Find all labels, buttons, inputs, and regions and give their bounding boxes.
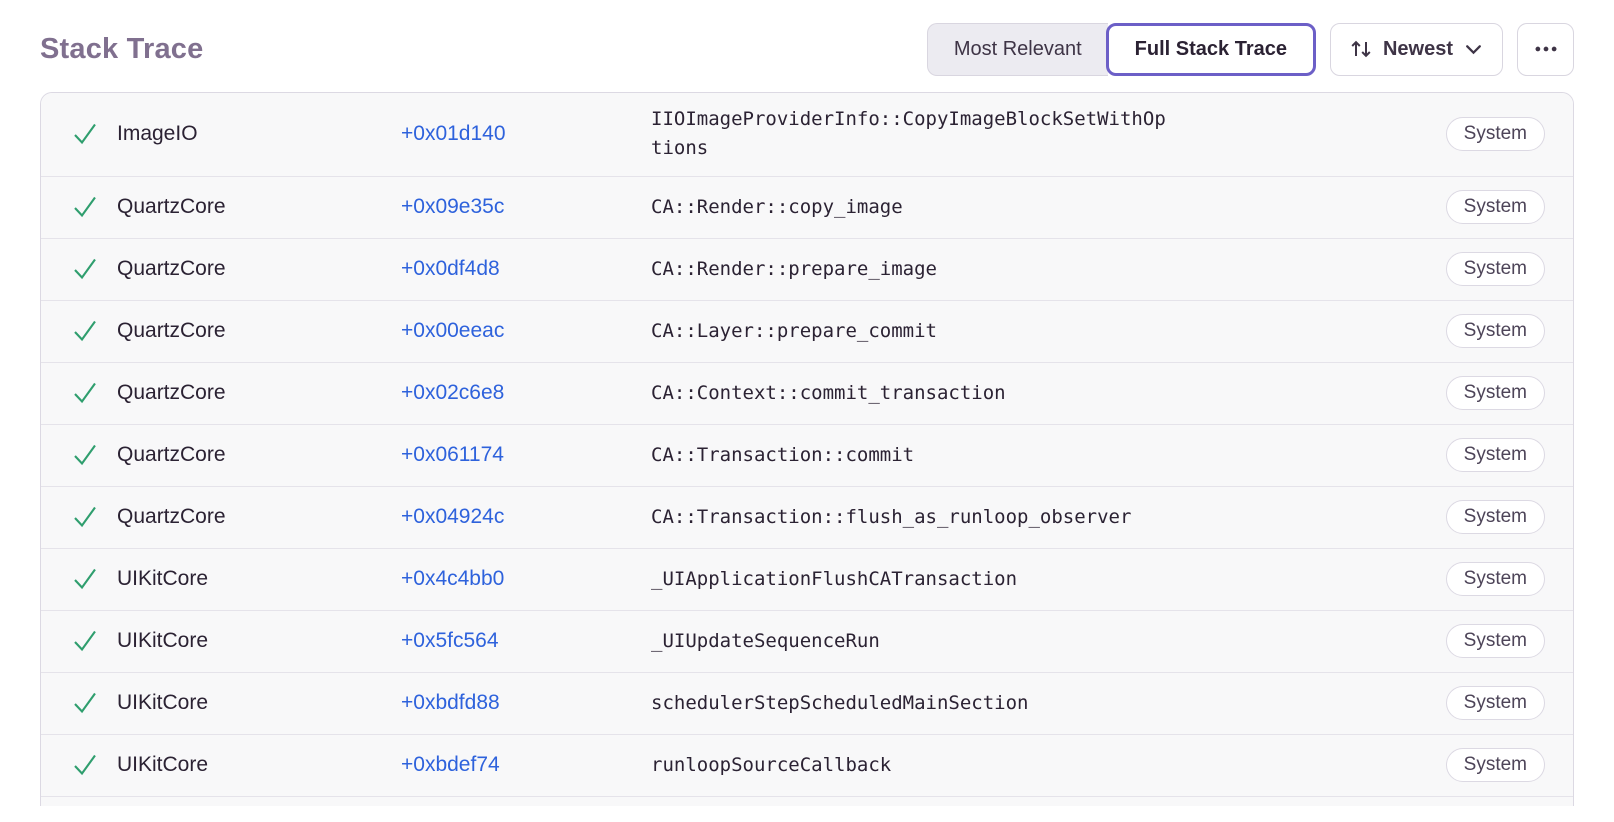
view-toggle: Most Relevant Full Stack Trace — [926, 22, 1316, 76]
table-row[interactable]: QuartzCore +0x04924c CA::Transaction::fl… — [41, 485, 1573, 548]
frame-address-link[interactable]: +0x5fc564 — [401, 629, 499, 653]
frame-address-link[interactable]: +0xbdef74 — [401, 753, 500, 777]
frame-module: QuartzCore — [117, 257, 226, 281]
stack-trace-header: Stack Trace Most Relevant Full Stack Tra… — [0, 0, 1614, 76]
frame-address-link[interactable]: +0x061174 — [401, 443, 504, 467]
frame-function: CA::Render::prepare_image — [651, 257, 937, 280]
system-badge: System — [1445, 438, 1545, 473]
frame-function: schedulerStepScheduledMainSection — [651, 691, 1029, 714]
frame-function: CA::Transaction::flush_as_runloop_observ… — [651, 505, 1132, 528]
frame-module: ImageIO — [117, 122, 198, 146]
system-badge: System — [1445, 190, 1545, 225]
table-row[interactable]: UIKitCore +0x4c4bb0 _UIApplicationFlushC… — [41, 547, 1573, 610]
system-badge: System — [1445, 624, 1545, 659]
frame-module: UIKitCore — [117, 691, 209, 715]
check-icon — [71, 441, 99, 469]
frame-address-link[interactable]: +0x00eeac — [401, 319, 505, 343]
frame-address-link[interactable]: +0x02c6e8 — [401, 381, 505, 405]
table-row[interactable]: QuartzCore +0x00eeac CA::Layer::prepare_… — [41, 299, 1573, 362]
more-options-button[interactable] — [1517, 22, 1574, 76]
system-badge: System — [1445, 314, 1545, 349]
frame-address-link[interactable]: +0x4c4bb0 — [401, 567, 505, 591]
frame-module: QuartzCore — [117, 443, 226, 467]
full-stack-trace-button[interactable]: Full Stack Trace — [1105, 22, 1316, 76]
check-icon — [71, 317, 99, 345]
check-icon — [71, 120, 99, 148]
frame-module: UIKitCore — [117, 753, 209, 777]
table-row[interactable]: UIKitCore +0xbdef74 runloopSourceCallbac… — [41, 733, 1573, 796]
table-row[interactable]: UIKitCore +0xbdfd88 schedulerStepSchedul… — [41, 671, 1573, 734]
page-title: Stack Trace — [40, 32, 204, 65]
table-row[interactable]: QuartzCore +0x0df4d8 CA::Render::prepare… — [41, 237, 1573, 300]
frame-function: IIOImageProviderInfo::CopyImageBlockSetW… — [651, 108, 1166, 160]
check-icon — [71, 255, 99, 283]
system-badge: System — [1445, 252, 1545, 287]
frame-function: CA::Context::commit_transaction — [651, 381, 1006, 404]
check-icon — [71, 565, 99, 593]
frame-address-link[interactable]: +0x01d140 — [401, 122, 506, 146]
frame-function: _UIApplicationFlushCATransaction — [651, 567, 1018, 590]
check-icon — [71, 379, 99, 407]
frame-module: QuartzCore — [117, 319, 226, 343]
system-badge: System — [1445, 686, 1545, 721]
frame-module: UIKitCore — [117, 567, 209, 591]
frame-function: CA::Layer::prepare_commit — [651, 319, 937, 342]
frame-function: _UIUpdateSequenceRun — [651, 629, 880, 652]
check-icon — [71, 193, 99, 221]
ellipsis-icon — [1533, 36, 1559, 62]
frame-address-link[interactable]: +0x09e35c — [401, 195, 505, 219]
sort-label: Newest — [1382, 37, 1453, 60]
chevron-down-icon — [1463, 39, 1484, 60]
frame-function: runloopSourceCallback — [651, 753, 892, 776]
system-badge: System — [1445, 117, 1545, 152]
header-controls: Most Relevant Full Stack Trace Newest — [926, 22, 1574, 76]
sort-arrows-icon — [1349, 37, 1373, 61]
system-badge: System — [1445, 562, 1545, 597]
table-row[interactable]: QuartzCore +0x09e35c CA::Render::copy_im… — [41, 175, 1573, 238]
most-relevant-button[interactable]: Most Relevant — [926, 22, 1108, 76]
system-badge: System — [1445, 500, 1545, 535]
frame-module: QuartzCore — [117, 195, 226, 219]
table-row[interactable]: QuartzCore +0x061174 CA::Transaction::co… — [41, 423, 1573, 486]
frame-function: CA::Render::copy_image — [651, 195, 903, 218]
check-icon — [71, 503, 99, 531]
frame-address-link[interactable]: +0x04924c — [401, 505, 505, 529]
table-row[interactable]: QuartzCore +0x02c6e8 CA::Context::commit… — [41, 361, 1573, 424]
frame-address-link[interactable]: +0x0df4d8 — [401, 257, 500, 281]
frame-module: QuartzCore — [117, 381, 226, 405]
check-icon — [71, 689, 99, 717]
table-row[interactable]: UIKitCore +0x5fc564 _UIUpdateSequenceRun… — [41, 609, 1573, 672]
table-row-partial[interactable] — [41, 795, 1573, 806]
frame-address-link[interactable]: +0xbdfd88 — [401, 691, 500, 715]
frame-function: CA::Transaction::commit — [651, 443, 915, 466]
system-badge: System — [1445, 376, 1545, 411]
stack-trace-list: ImageIO +0x01d140 IIOImageProviderInfo::… — [40, 92, 1574, 806]
system-badge: System — [1445, 748, 1545, 783]
check-icon — [71, 627, 99, 655]
frame-module: UIKitCore — [117, 629, 209, 653]
check-icon — [71, 751, 99, 779]
table-row[interactable]: ImageIO +0x01d140 IIOImageProviderInfo::… — [41, 93, 1573, 176]
sort-newest-button[interactable]: Newest — [1329, 22, 1503, 76]
frame-module: QuartzCore — [117, 505, 226, 529]
